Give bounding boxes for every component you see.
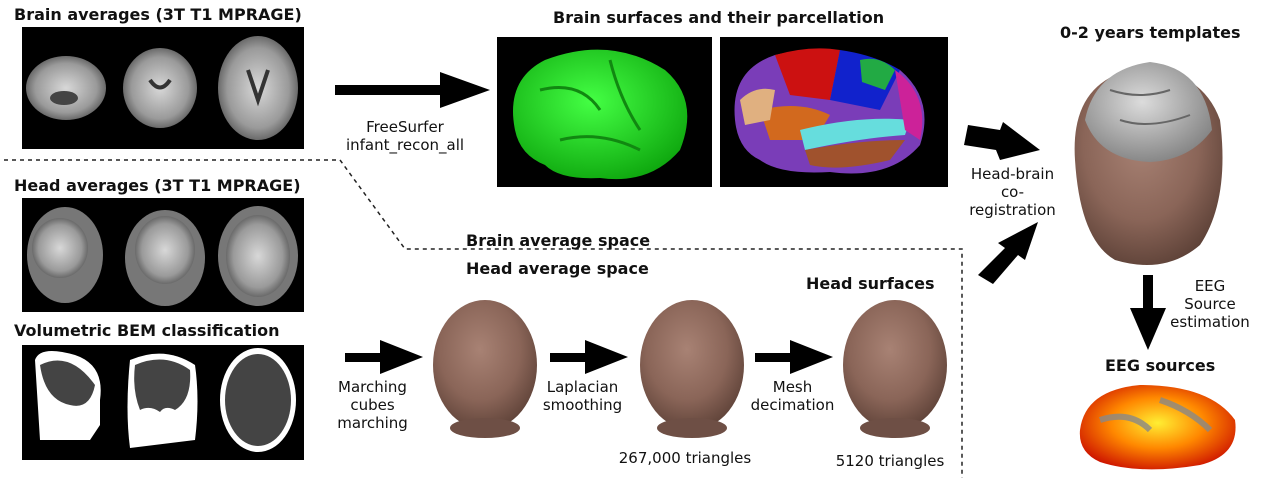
bem-panel [22, 345, 304, 460]
head-surface-marching [433, 300, 537, 438]
arrow-laplacian [550, 340, 628, 374]
brain-averages-panel [22, 27, 304, 149]
mesh-decimation-label: Mesh decimation [745, 378, 840, 414]
eeg-sources-image [1080, 385, 1236, 469]
head-surfaces-title: Head surfaces [806, 274, 934, 293]
brain-averages-title: Brain averages (3T T1 MPRAGE) [14, 5, 302, 24]
brain-surfaces-title: Brain surfaces and their parcellation [553, 8, 884, 27]
head-average-space-label: Head average space [466, 259, 649, 278]
head-surface-decimated [843, 300, 947, 438]
head-surface-smoothed [640, 300, 744, 438]
arrow-to-template-top [964, 122, 1040, 160]
marching-cubes-label: Marching cubes marching [330, 378, 415, 432]
head-averages-title: Head averages (3T T1 MPRAGE) [14, 176, 301, 195]
triangles-5120-label: 5120 triangles [820, 452, 960, 470]
triangles-267k-label: 267,000 triangles [600, 449, 770, 467]
freesurfer-label: FreeSurfer infant_recon_all [330, 118, 480, 154]
arrow-to-template-bottom [978, 222, 1038, 284]
template-head-image [1075, 62, 1223, 265]
eeg-sources-title: EEG sources [1105, 356, 1215, 375]
head-averages-panel [22, 198, 304, 312]
arrow-decimation [755, 340, 833, 374]
brain-parcellation-image [720, 37, 948, 187]
arrow-freesurfer [335, 72, 490, 108]
coregistration-label: Head-brain co- registration [960, 165, 1065, 219]
brain-surface-image [497, 37, 712, 187]
laplacian-smoothing-label: Laplacian smoothing [535, 378, 630, 414]
arrow-marching [345, 340, 423, 374]
eeg-estimation-label: EEG Source estimation [1155, 277, 1265, 331]
brain-average-space-label: Brain average space [466, 231, 650, 250]
bem-title: Volumetric BEM classification [14, 321, 280, 340]
templates-title: 0-2 years templates [1060, 23, 1240, 42]
